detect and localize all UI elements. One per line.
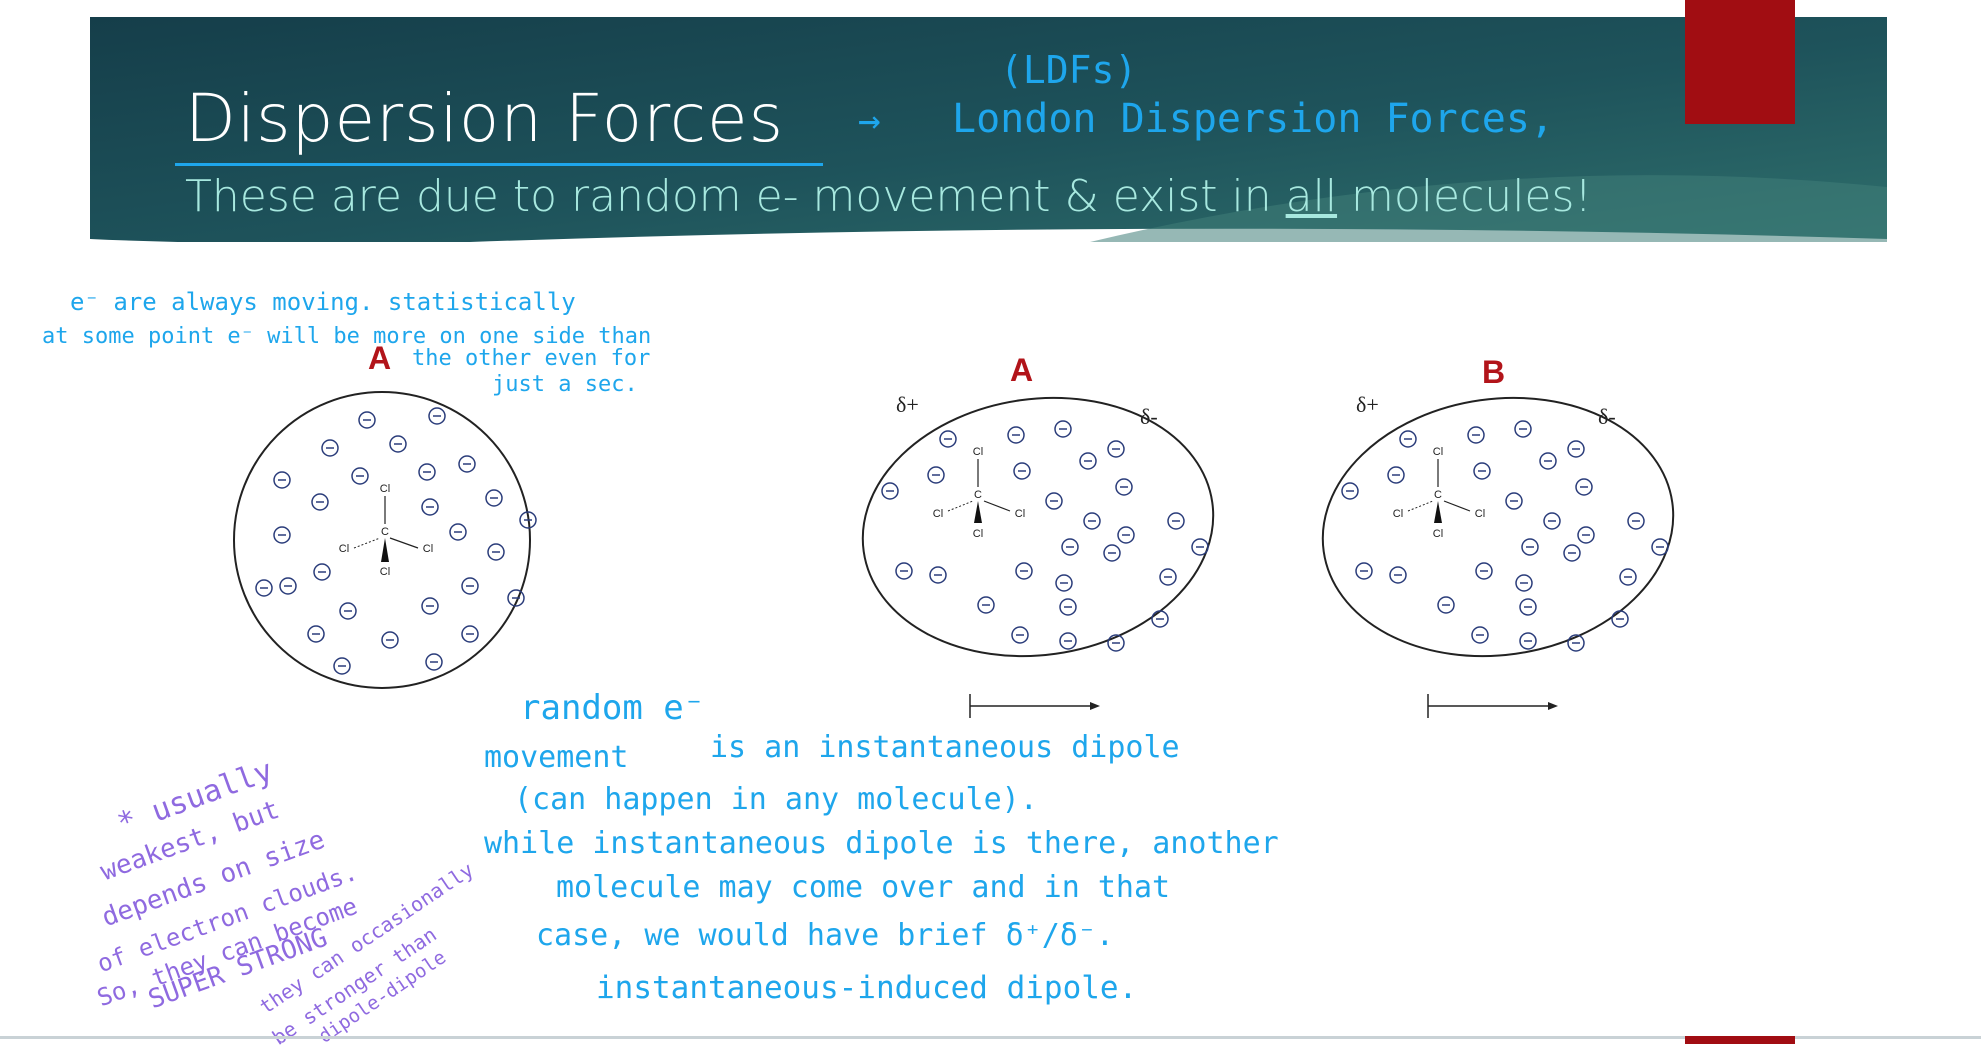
dipole-arrow-a (969, 694, 1100, 718)
ccl4-molecule: Cl C Cl Cl Cl (339, 483, 433, 578)
subtitle-post: molecules! (1337, 171, 1593, 222)
svg-text:Cl: Cl (380, 566, 390, 578)
random-line-3: is an instantaneous dipole (710, 730, 1180, 765)
svg-text:Cl: Cl (423, 543, 433, 555)
note-line-3: the other even for (412, 346, 651, 371)
subtitle-underlined: all (1285, 171, 1338, 222)
header-banner (90, 17, 1887, 242)
svg-text:C: C (1434, 489, 1442, 501)
svg-text:C: C (381, 526, 389, 538)
svg-text:C: C (974, 489, 982, 501)
svg-text:Cl: Cl (973, 528, 983, 540)
while-line-2: molecule may come over and in that (556, 870, 1171, 905)
delta-minus-b: δ- (1598, 404, 1616, 429)
london-note: London Dispersion Forces, (952, 96, 1555, 142)
electron-group (255, 407, 537, 675)
arrow-note: → (858, 98, 881, 142)
while-line-1: while instantaneous dipole is there, ano… (484, 826, 1279, 861)
purple-note: * usually weakest, but depends on size o… (90, 740, 477, 1050)
note-line-1: e⁻ are always moving. statistically (70, 288, 576, 316)
svg-text:Cl: Cl (1433, 528, 1443, 540)
svg-text:Cl: Cl (973, 446, 983, 458)
red-accent-block (1685, 0, 1795, 124)
label-b: B (1482, 354, 1506, 390)
subtitle-pre: These are due to random e- movement & ex… (185, 171, 1286, 222)
random-line-2: movement (484, 740, 629, 775)
svg-text:Cl: Cl (1433, 446, 1443, 458)
svg-text:Cl: Cl (1015, 508, 1025, 520)
random-line-4: (can happen in any molecule). (514, 782, 1038, 817)
ldfs-note: (LDFs) (1000, 48, 1138, 92)
red-accent-bottom (1685, 1036, 1795, 1044)
delta-plus-b: δ+ (1356, 392, 1379, 417)
svg-text:Cl: Cl (1475, 508, 1485, 520)
random-line-1: random e⁻ (520, 688, 705, 728)
while-line-3: case, we would have brief δ⁺/δ⁻. (536, 918, 1114, 953)
note-line-4: just a sec. (492, 372, 638, 397)
slide-title: Dispersion Forces (185, 80, 785, 157)
bottom-divider (0, 1036, 1981, 1039)
induced-dipole-note: instantaneous-induced dipole. (596, 970, 1138, 1006)
svg-text:Cl: Cl (339, 543, 349, 555)
svg-text:Cl: Cl (380, 483, 390, 495)
electron-cloud-b: Cl C Cl Cl Cl (1321, 396, 1675, 658)
svg-text:Cl: Cl (933, 508, 943, 520)
electron-cloud-symmetric: Cl C Cl Cl Cl (233, 391, 537, 689)
label-a-left: A (368, 340, 392, 376)
delta-plus-a: δ+ (896, 392, 919, 417)
electron-cloud-a: Cl C Cl Cl Cl (861, 396, 1215, 658)
svg-text:Cl: Cl (1393, 508, 1403, 520)
label-a-middle: A (1010, 352, 1034, 388)
note-line-2: at some point e⁻ will be more on one sid… (42, 324, 652, 349)
title-underline (175, 163, 823, 166)
dipole-arrow-b (1427, 694, 1558, 718)
slide-subtitle: These are due to random e- movement & ex… (185, 171, 1592, 222)
